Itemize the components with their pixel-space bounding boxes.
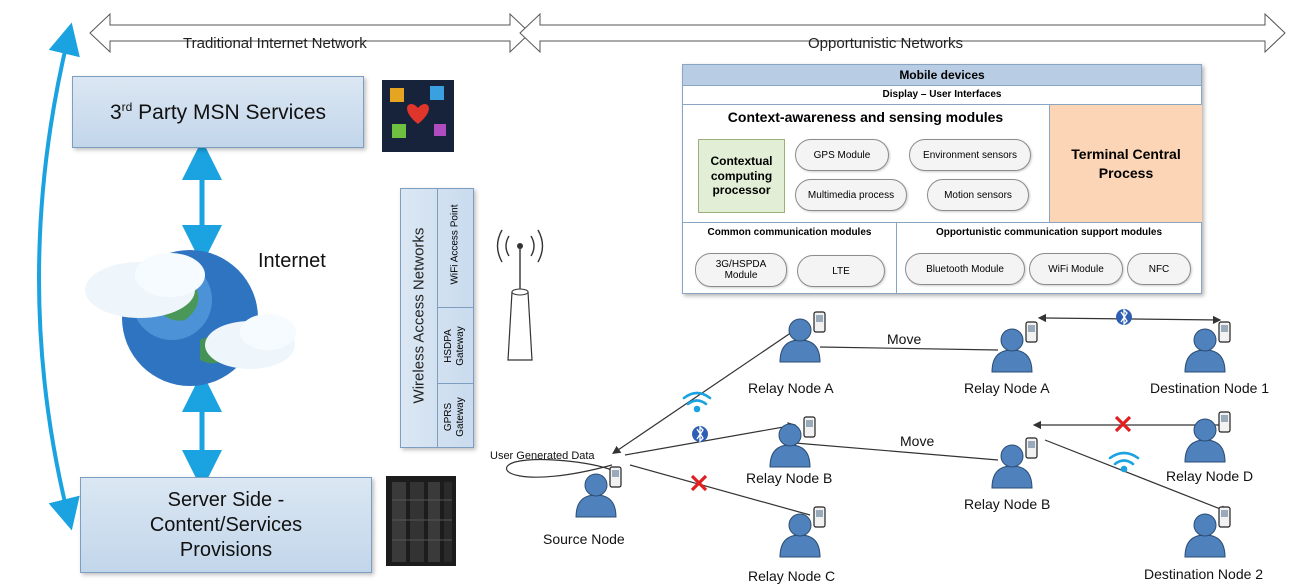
module-3g-hspda: 3G/HSPDA Module [695,253,787,287]
link-move-b [787,438,999,461]
relay-node-b-label: Relay Node B [746,470,833,486]
relay-node-b-moved-label: Relay Node B [964,496,1051,512]
destination-node-1-label: Destination Node 1 [1150,380,1270,396]
traditional-network-label: Traditional Internet Network [183,35,367,52]
relay-node-a-moved-label: Relay Node A [964,380,1050,396]
link-source-relay-a [612,329,796,455]
gps-module: GPS Module [795,139,889,171]
antenna-icon [496,229,544,361]
bluetooth-icon [1116,308,1132,326]
mobile-devices-title: Mobile devices [683,65,1201,86]
wifi-module: WiFi Module [1029,253,1123,285]
blocked-link-mark [1114,415,1132,433]
msn-services-label: 3rd Party MSN Services [109,99,327,124]
blocked-link-mark [690,474,708,492]
gprs-gateway-label: GPRS Gateway [443,397,466,437]
destination-node-1-person [1184,321,1231,373]
relay-node-b-person [769,416,816,468]
move-label: Move [900,433,935,449]
wireless-access-panel: Wireless Access Networks WiFi Access Poi… [400,188,474,448]
relay-node-d-person [1184,411,1231,463]
mobile-devices-panel: Mobile devices Display – User Interfaces… [682,64,1202,294]
context-title: Context-awareness and sensing modules [727,109,1004,125]
multimedia-process: Multimedia process [795,179,907,211]
destination-node-2-person [1184,506,1231,558]
source-node-person [575,466,622,518]
opportunistic-network-arrow [519,12,1286,54]
link-relay-a-dest1 [1037,313,1222,325]
bluetooth-module: Bluetooth Module [905,253,1025,285]
move-label: Move [887,331,922,347]
internet-cloud-icon [85,250,296,386]
motion-sensors: Motion sensors [927,179,1029,211]
source-node-label: Source Node [543,531,625,547]
link-source-relay-b [624,422,797,456]
nfc-module: NFC [1127,253,1191,285]
wifi-access-point-label: WiFi Access Point [449,204,461,285]
relay-node-c-person [779,506,826,558]
contextual-processor-box: Contextual computing processor [698,139,785,213]
relay-node-b-moved-person [991,437,1038,489]
relay-node-a-person [779,311,826,363]
environment-sensors: Environment sensors [909,139,1031,171]
link-source-relay-c [629,464,811,516]
side-link-curve [37,22,80,531]
hsdpa-gateway-label: HSDPA Gateway [443,326,466,366]
user-generated-data-label: User Generated Data [490,450,595,462]
relay-node-d-label: Relay Node D [1166,468,1254,484]
server-rack-icon [386,476,456,566]
common-comm-title: Common communication modules [707,227,872,238]
opportunistic-network-label: Opportunistic Networks [808,35,964,52]
module-lte: LTE [797,255,885,287]
opportunistic-comm-title: Opportunistic communication support modu… [935,227,1163,238]
wifi-icon [682,391,712,413]
user-generated-loop [505,458,613,478]
display-ui-bar: Display – User Interfaces [683,86,1201,105]
msn-services-box: 3rd Party MSN Services [72,76,364,148]
relay-node-c-label: Relay Node C [748,568,836,584]
relay-node-a-label: Relay Node A [748,380,834,396]
wifi-icon [1108,451,1140,473]
bluetooth-icon [692,425,708,443]
destination-node-2-label: Destination Node 2 [1144,566,1264,582]
link-relay-b-dest2 [1044,439,1230,514]
relay-node-a-moved-person [991,321,1038,373]
msn-app-icon [382,80,454,152]
link-move-a [819,346,999,351]
wireless-access-title: Wireless Access Networks [410,227,428,404]
internet-label: Internet [258,250,326,272]
server-side-box: Server Side - Content/Services Provision… [80,477,372,573]
terminal-central-process: Terminal Central Process [1049,105,1202,222]
